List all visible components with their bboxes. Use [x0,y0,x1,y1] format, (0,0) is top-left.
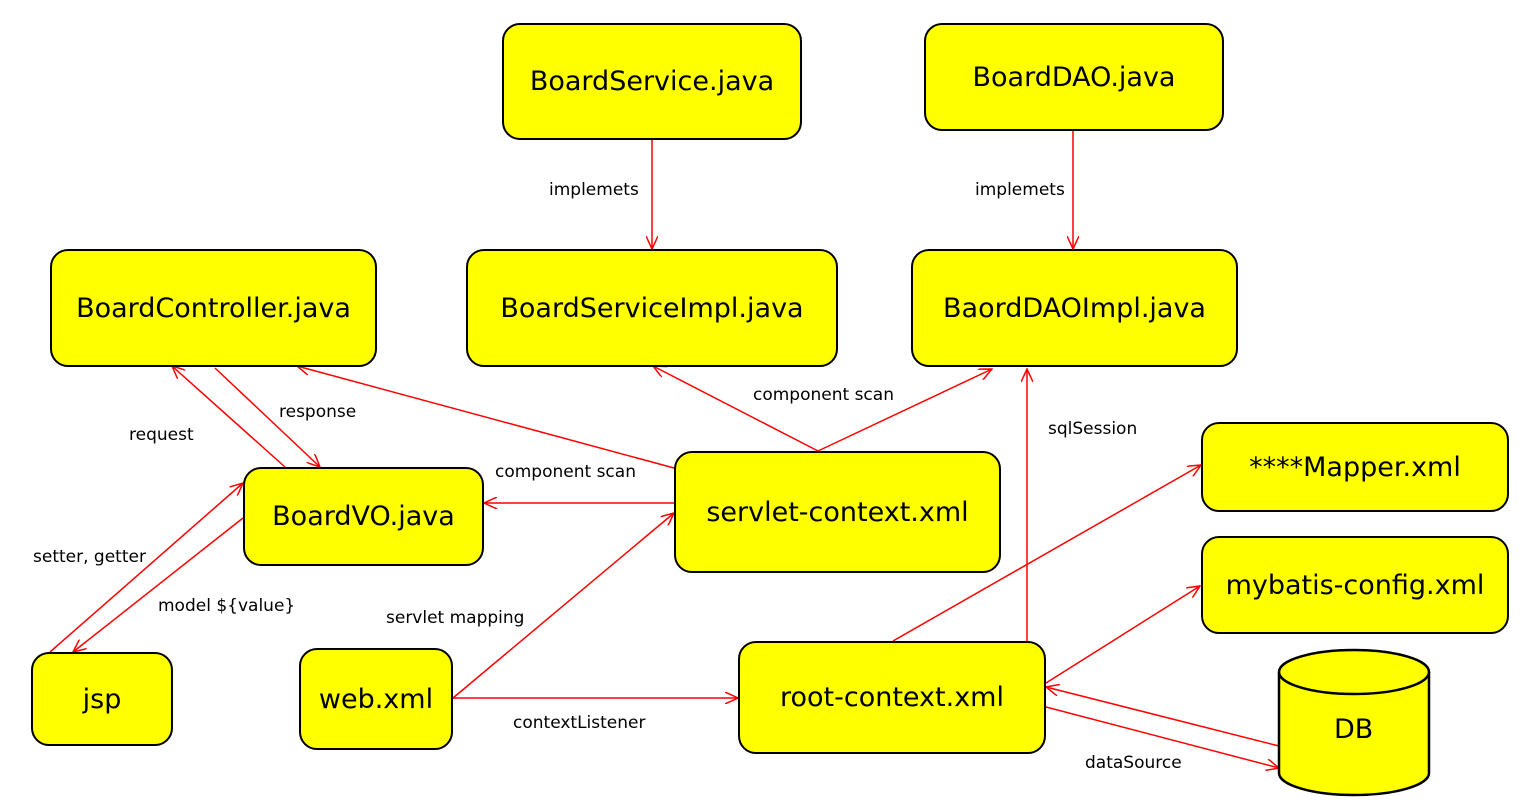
node-board-dao-impl: BaordDAOImpl.java [911,249,1238,367]
edge-vo-to-jsp [73,517,244,652]
node-board-controller: BoardController.java [50,249,377,367]
node-web-xml: web.xml [299,648,453,750]
label-component-scan-left: component scan [495,462,636,482]
label-model-value: model ${value} [158,596,296,616]
node-board-service-impl: BoardServiceImpl.java [466,249,838,367]
label-implements-service: implemets [549,180,639,200]
node-board-service: BoardService.java [502,23,802,140]
edge-servlet-to-controller [297,366,675,469]
edge-root-to-db [1045,706,1279,768]
node-board-dao: BoardDAO.java [924,23,1224,131]
edge-root-to-mapper [892,465,1201,642]
label-servlet-mapping: servlet mapping [386,608,525,628]
node-mapper-xml: ****Mapper.xml [1201,422,1509,512]
edge-response [214,367,320,467]
edge-web-to-servlet [452,513,674,699]
node-mybatis-config: mybatis-config.xml [1201,536,1509,634]
edge-db-to-root [1046,687,1280,747]
label-component-scan-top: component scan [753,385,894,405]
node-root-context: root-context.xml [738,641,1046,754]
label-data-source: dataSource [1085,753,1182,773]
node-jsp: jsp [31,652,173,746]
node-servlet-context: servlet-context.xml [674,451,1001,573]
label-response: response [279,402,357,422]
node-board-vo: BoardVO.java [243,467,484,566]
label-context-listener: contextListener [513,713,646,733]
edge-root-to-mybatis [1045,586,1200,684]
edge-jsp-to-vo [49,483,243,653]
label-setter-getter: setter, getter [33,547,146,567]
label-request: request [129,425,194,445]
label-sql-session: sqlSession [1048,419,1138,439]
db-cylinder-icon [1277,648,1431,797]
node-db-label: DB [1334,714,1374,745]
edge-servlet-to-daoimpl [817,369,992,452]
label-implements-dao: implemets [975,180,1065,200]
edge-servlet-to-serviceimpl [653,366,819,452]
edge-request [172,366,286,468]
